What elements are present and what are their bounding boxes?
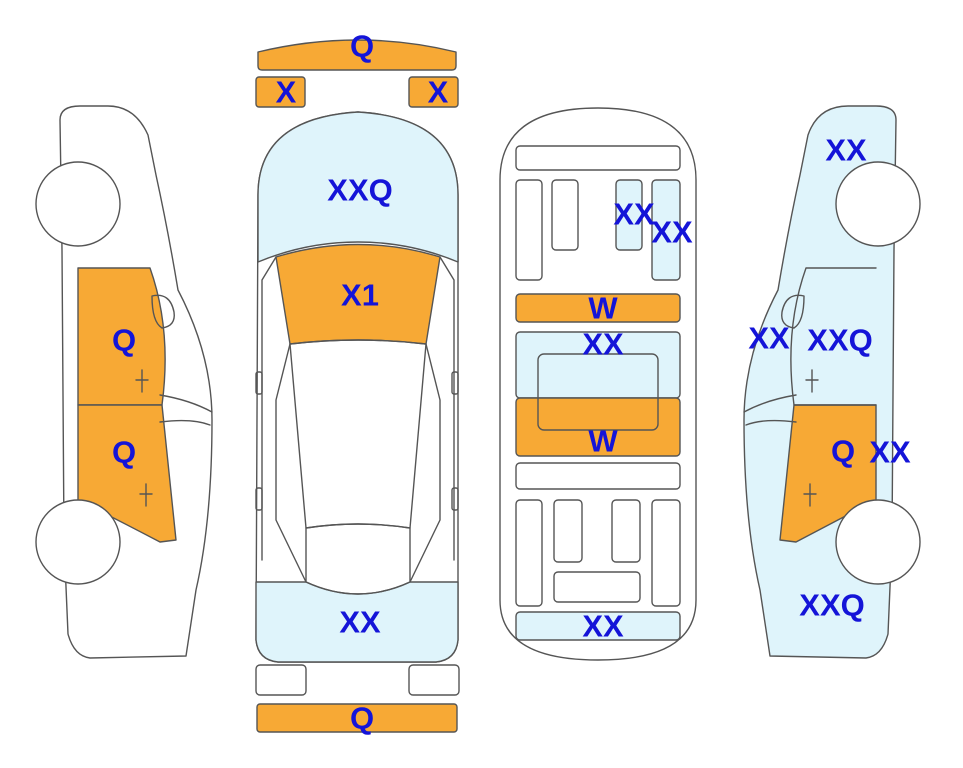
left-mirror-top [255,371,263,395]
right-door-handle-front [805,369,819,393]
label-windshield: X1 [341,278,379,313]
label-right-front-door-a: XX [748,321,790,356]
rear-seat-bar-panel[interactable] [515,397,681,457]
front-seat-bar-panel[interactable] [515,293,681,323]
left-headlight-panel[interactable] [255,76,306,108]
left-taillight [255,664,307,696]
right-handle-top [451,487,459,511]
seat-left-inner [551,179,579,251]
rear-storage [553,571,641,603]
interior-outline [499,107,697,661]
rear-deck-line [305,523,411,595]
label-interior-front-bar: W [588,291,618,326]
label-rear-bumper: Q [350,701,374,736]
rear-shelf [515,462,681,490]
rear-seat-left [515,499,543,607]
right-side-mirror [781,294,805,329]
left-side-window-line [159,394,213,413]
rear-seat-mid-left [553,499,583,563]
label-left-front-door: Q [112,323,136,358]
dashboard [515,145,681,171]
center-opening [537,353,659,431]
right-headlight-panel[interactable] [408,76,459,108]
right-rear-wheel [835,499,921,585]
interior-view [499,107,697,661]
right-side-view [743,105,921,659]
left-door-handle-front [135,369,149,393]
label-interior-rear-seat-b: XX [651,215,693,250]
label-hood: XXQ [327,173,392,208]
right-door-handle-rear [803,483,817,507]
right-a-pillar [439,256,455,561]
left-side-body [59,105,213,659]
right-side-trim [409,343,441,583]
label-interior-center: XX [582,327,624,362]
label-right-rear-door-b: XX [869,435,911,470]
right-side-window-line-2 [745,419,797,426]
label-right-rear-door-a: Q [831,434,855,469]
right-taillight [408,664,460,696]
seat-right-outer-panel[interactable] [651,179,681,281]
label-left-rear-door: Q [112,435,136,470]
left-front-wheel [35,161,121,247]
left-side-mirror [151,294,175,329]
label-interior-rear-bar: W [588,424,618,459]
label-right-rear-quarter: XXQ [799,588,864,623]
top-view [255,39,460,733]
seat-right-inner-panel[interactable] [615,179,643,251]
front-bumper-panel[interactable] [257,39,457,71]
label-right-top: XX [825,133,867,168]
left-side-trim [275,343,307,583]
hood-panel[interactable] [257,111,459,263]
left-side-window-line-2 [159,419,211,426]
right-front-door-line [790,267,877,406]
left-handle-top [255,487,263,511]
label-interior-trunk: XX [582,609,624,644]
left-door-handle-rear [139,483,153,507]
right-side-window-line [743,394,797,413]
right-mirror-top [451,371,459,395]
label-right-front-door-b: XXQ [807,323,872,358]
label-interior-rear-seat-a: XX [613,197,655,232]
left-a-pillar [261,256,277,561]
rear-seat-right [651,499,681,607]
damage-labels: Q X X XXQ X1 XX Q Q Q XX XX W XX W XX XX… [112,29,911,736]
right-front-wheel [835,161,921,247]
rear-seat-mid-right [611,499,641,563]
label-headlight-right: X [428,75,449,110]
roof-outline [289,339,427,529]
label-rear-window: XX [339,605,381,640]
label-front-bumper: Q [350,29,374,64]
rear-bumper-panel[interactable] [256,703,458,733]
left-rear-wheel [35,499,121,585]
left-side-view [35,105,213,659]
trunk-panel[interactable] [515,611,681,641]
seat-left-outer [515,179,543,281]
label-headlight-left: X [276,75,297,110]
